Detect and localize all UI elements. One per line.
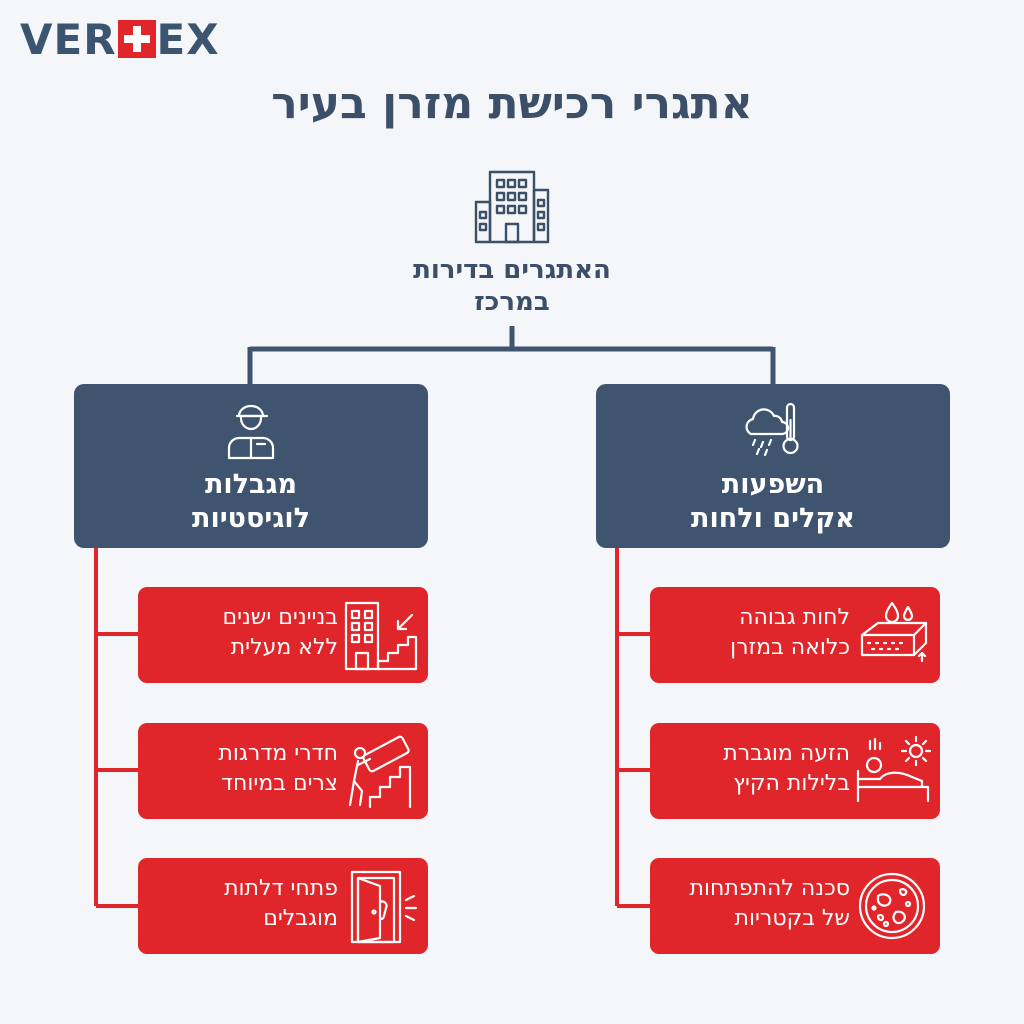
item-no-elevator-line2: ללא מעלית	[230, 635, 338, 660]
category-logistics-label: מגבלות לוגיסטיות	[74, 468, 428, 536]
item-bacteria-text: סכנה להתפתחות של בקטריות	[658, 874, 850, 934]
item-humidity: לחות גבוהה כלואה במזרן	[650, 587, 940, 683]
item-narrow-doors-line2: מוגבלים	[263, 906, 338, 931]
category-climate: השפעות אקלים ולחות	[596, 384, 950, 548]
item-no-elevator-text: בניינים ישנים ללא מעלית	[146, 603, 338, 663]
item-narrow-stairs: חדרי מדרגות צרים במיוחד	[138, 723, 428, 819]
item-humidity-text: לחות גבוהה כלואה במזרן	[658, 603, 850, 663]
vertex-logo: VER EX	[20, 14, 220, 64]
item-humidity-line2: כלואה במזרן	[730, 635, 850, 660]
mattress-moisture-icon	[860, 601, 928, 663]
narrow-door-icon	[350, 870, 418, 944]
item-no-elevator-line1: בניינים ישנים	[222, 605, 338, 630]
item-humidity-line1: לחות גבוהה	[739, 605, 850, 630]
category-climate-label-line1: השפעות	[721, 469, 825, 500]
page-title: אתגרי רכישת מזרן בעיר	[271, 78, 753, 129]
category-logistics-label-line2: לוגיסטיות	[192, 503, 310, 534]
category-logistics-label-line1: מגבלות	[204, 469, 298, 500]
item-narrow-stairs-line1: חדרי מדרגות	[218, 741, 338, 766]
cloud-rain-thermometer-icon	[745, 402, 799, 457]
old-building-stairs-icon	[344, 601, 418, 671]
item-sweating: הזעה מוגברת בלילות הקיץ	[650, 723, 940, 819]
logo-text-left: VER	[20, 14, 117, 64]
item-sweating-line2: בלילות הקיץ	[733, 771, 850, 796]
sweating-sleeper-sun-icon	[856, 735, 932, 803]
item-no-elevator: בניינים ישנים ללא מעלית	[138, 587, 428, 683]
logo-text-right: EX	[156, 14, 220, 64]
item-narrow-doors-text: פתחי דלתות מוגבלים	[146, 874, 338, 934]
root-label-line2: במרכז	[474, 287, 550, 317]
root-node-label: האתגרים בדירות במרכז	[362, 254, 662, 318]
delivery-worker-icon	[227, 404, 275, 460]
bacteria-icon	[858, 872, 926, 940]
category-logistics: מגבלות לוגיסטיות	[74, 384, 428, 548]
item-bacteria-line2: של בקטריות	[734, 906, 850, 931]
carrying-mattress-stairs-icon	[348, 735, 412, 809]
city-building-icon	[474, 170, 550, 244]
item-narrow-stairs-text: חדרי מדרגות צרים במיוחד	[146, 739, 338, 799]
item-sweating-line1: הזעה מוגברת	[723, 741, 850, 766]
root-label-line1: האתגרים בדירות	[413, 255, 611, 285]
item-narrow-stairs-line2: צרים במיוחד	[221, 771, 338, 796]
item-bacteria-line1: סכנה להתפתחות	[689, 876, 850, 901]
medical-cross-icon	[117, 20, 156, 58]
category-climate-label: השפעות אקלים ולחות	[596, 468, 950, 536]
item-narrow-doors-line1: פתחי דלתות	[224, 876, 338, 901]
item-sweating-text: הזעה מוגברת בלילות הקיץ	[658, 739, 850, 799]
item-bacteria: סכנה להתפתחות של בקטריות	[650, 858, 940, 954]
item-narrow-doors: פתחי דלתות מוגבלים	[138, 858, 428, 954]
category-climate-label-line2: אקלים ולחות	[691, 503, 855, 534]
